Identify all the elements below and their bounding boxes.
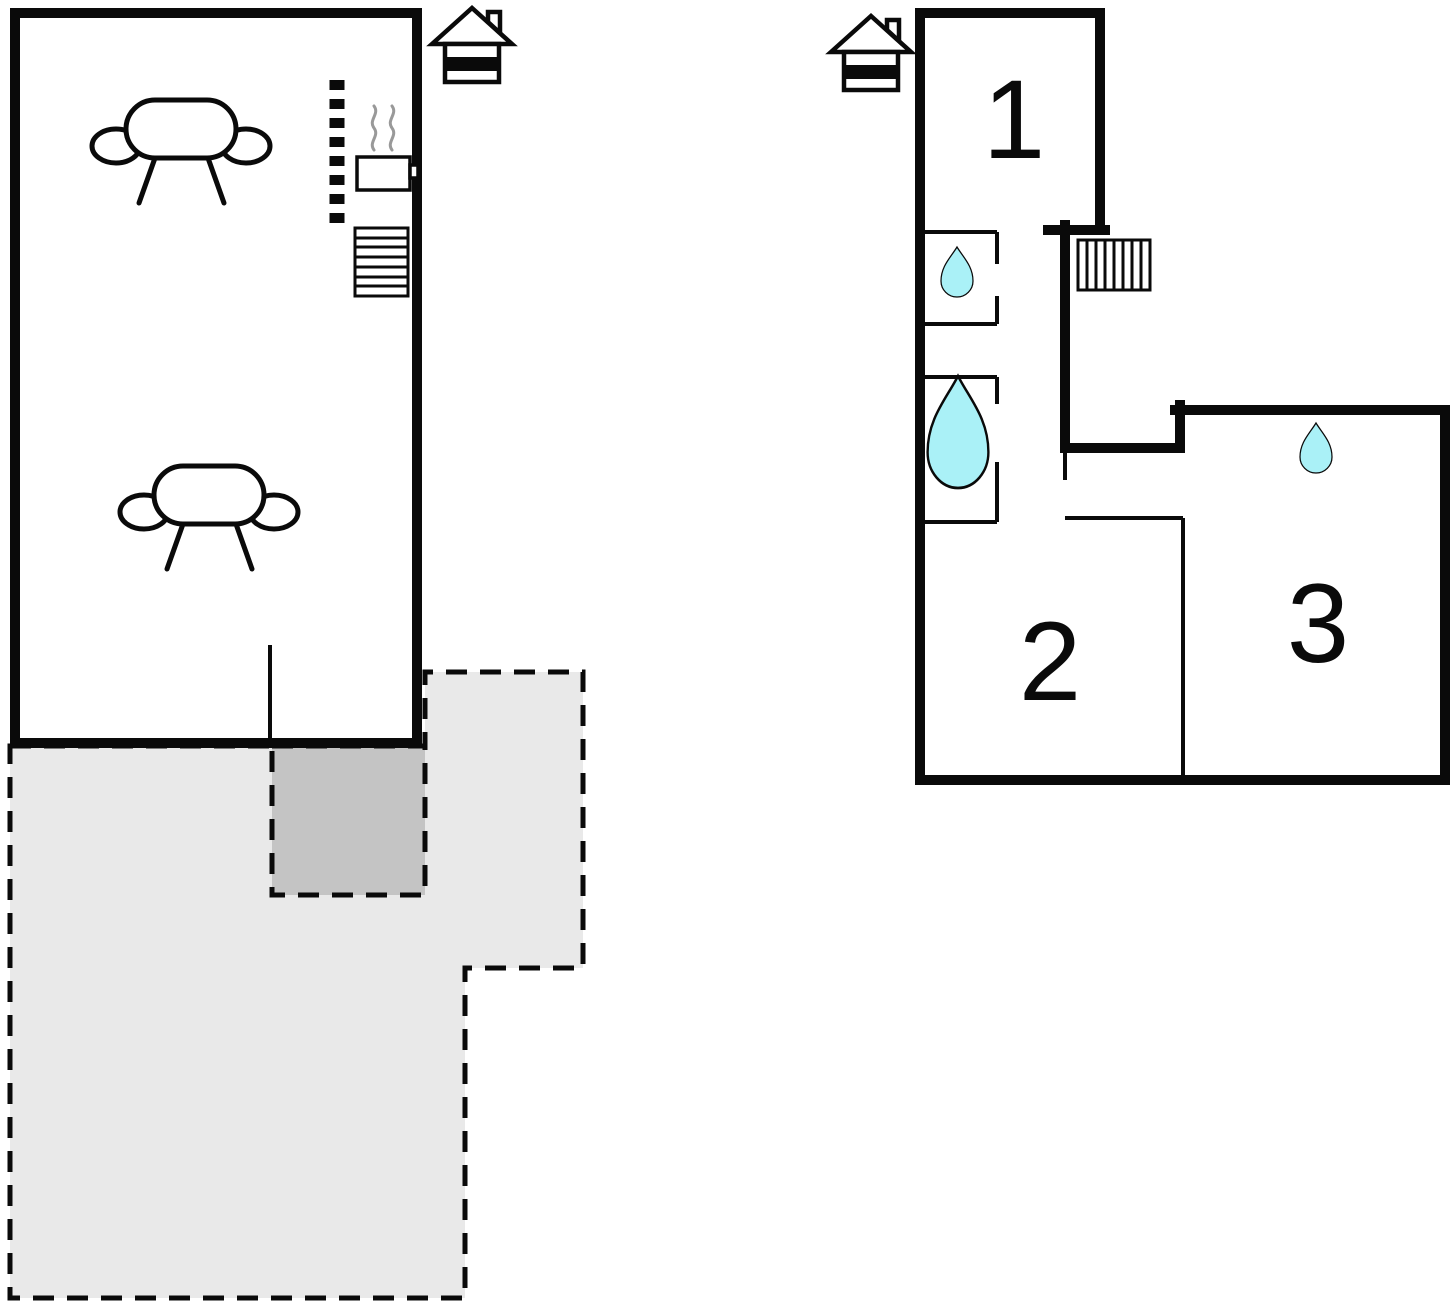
pot-body — [355, 155, 412, 192]
sofa-body — [123, 97, 239, 161]
room-1-label: 1 — [983, 57, 1045, 182]
sofa-icon — [89, 97, 273, 206]
hall-wall — [1060, 220, 1185, 453]
sofa-body — [151, 463, 267, 527]
house-band — [445, 57, 499, 71]
upper-floor-plan: 1 2 3 — [825, 8, 1450, 785]
pot-handle — [408, 163, 420, 180]
room-2-label: 2 — [1019, 599, 1081, 724]
sofa-leg — [136, 155, 158, 206]
terrace-area — [7, 669, 586, 1301]
sofa-leg — [233, 521, 255, 572]
water-drop-icon — [940, 246, 974, 298]
house-chimney — [884, 17, 902, 47]
stairs-icon — [1076, 238, 1152, 292]
living-area-outline — [10, 8, 422, 748]
stove-icon — [355, 104, 420, 192]
steam-line — [388, 104, 396, 152]
outer-wall — [915, 8, 1105, 785]
terrace-porch-area — [269, 743, 428, 898]
house-icon — [426, 4, 518, 85]
water-drop-icon — [1299, 422, 1333, 474]
water-drop-icon — [926, 374, 990, 490]
sofa-leg — [205, 155, 227, 206]
house-chimney — [485, 9, 503, 39]
house-icon — [825, 12, 917, 93]
room-3-label: 3 — [1287, 561, 1349, 686]
sofa-icon — [117, 463, 301, 572]
radiator-icon — [353, 226, 410, 298]
steam-line — [370, 104, 378, 152]
sofa-leg — [164, 521, 186, 572]
house-band — [844, 65, 898, 79]
ground-floor-plan — [7, 4, 586, 1301]
